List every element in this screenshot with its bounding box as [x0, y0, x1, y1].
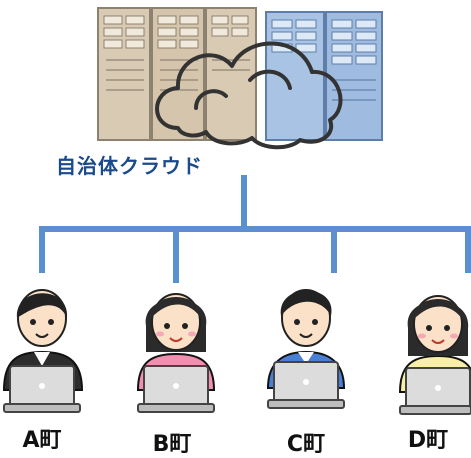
- connector-lines: [39, 175, 471, 283]
- cloud-label: 自治体クラウド: [56, 154, 203, 178]
- person-b-icon: [136, 293, 216, 413]
- town-label-b: B町: [152, 432, 192, 457]
- person-a-icon: [2, 289, 84, 413]
- town-label-d: D町: [407, 428, 449, 453]
- person-c-icon: [266, 289, 346, 409]
- cloud-icon: [155, 41, 343, 150]
- town-label-c: C町: [286, 432, 326, 457]
- person-d-icon: [398, 295, 471, 415]
- town-label-a: A町: [22, 428, 62, 453]
- server-rack-beige: [97, 7, 257, 141]
